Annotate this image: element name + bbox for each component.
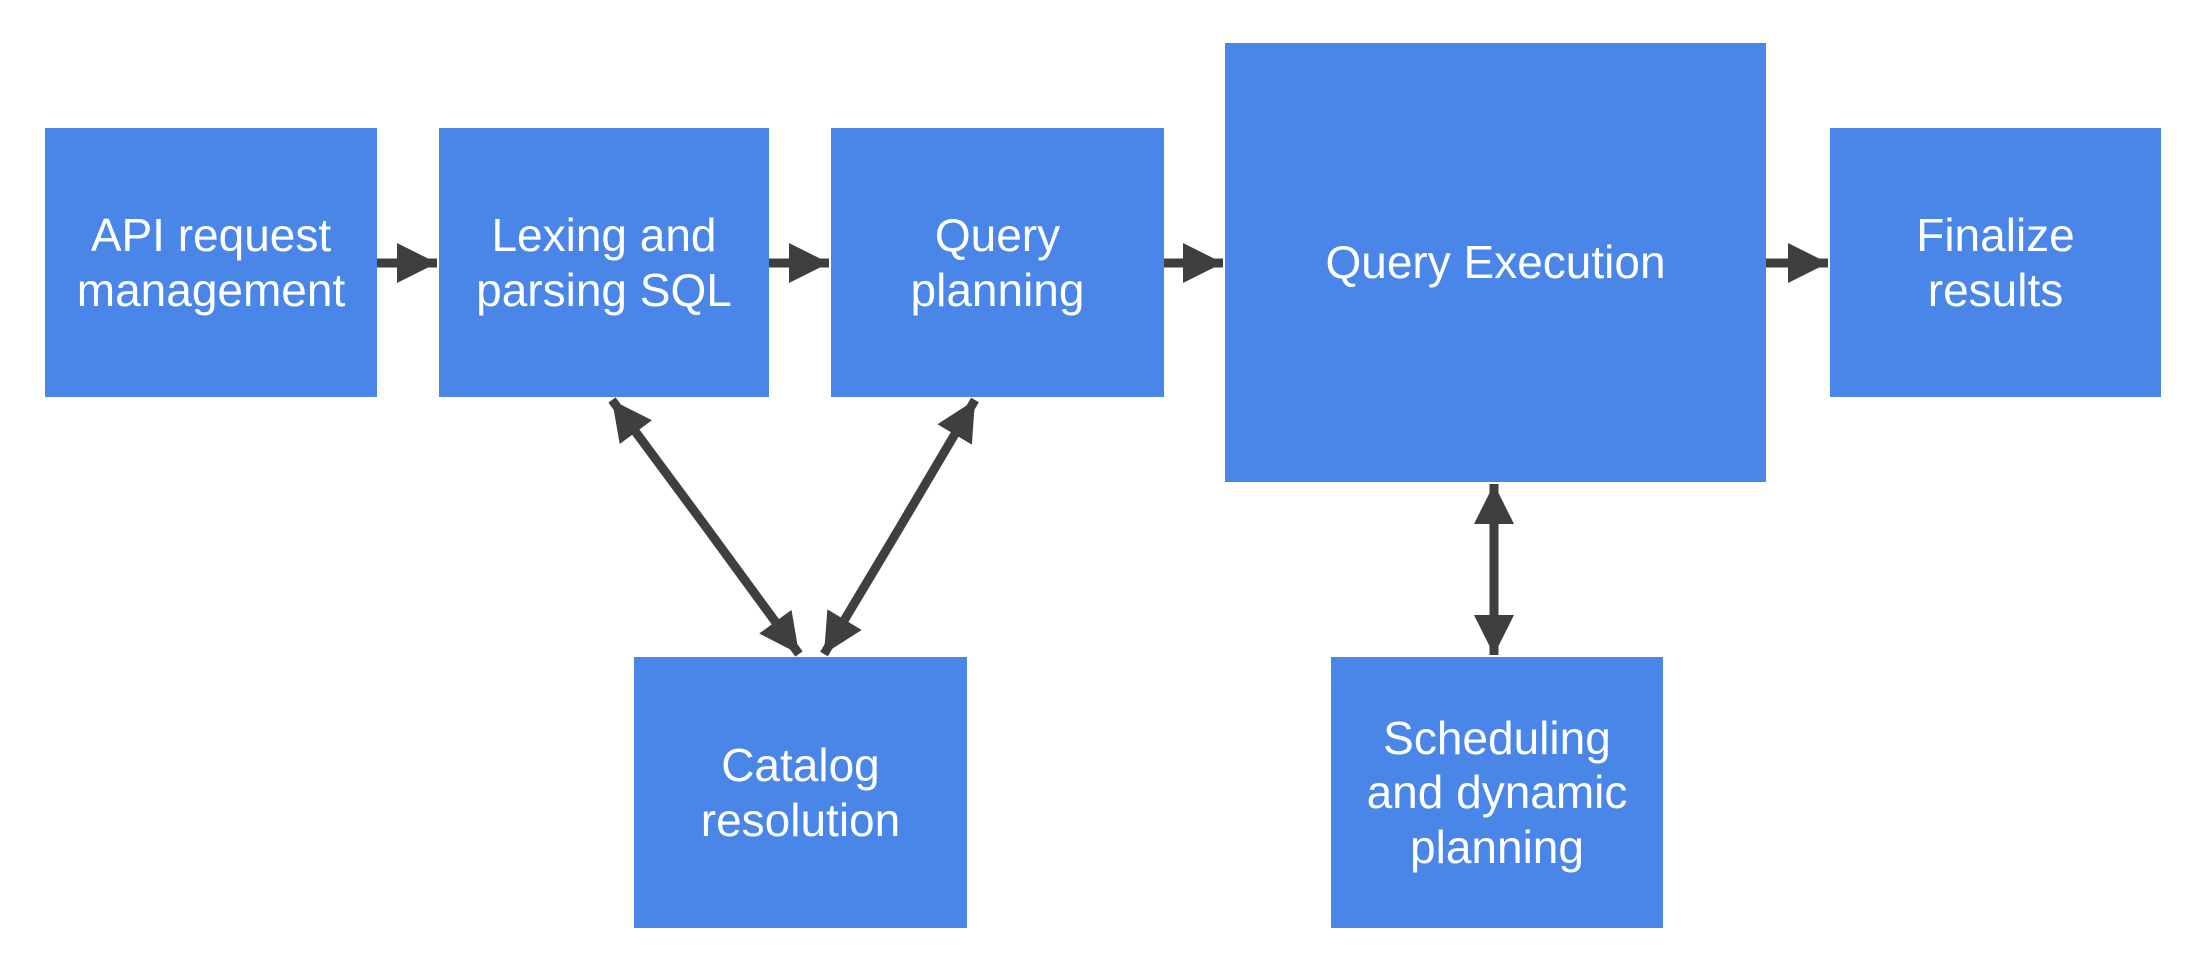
node-catalog-resolution: Catalog resolution (634, 657, 967, 928)
node-lexing-parsing-sql: Lexing and parsing SQL (439, 128, 769, 397)
node-finalize-results: Finalize results (1830, 128, 2161, 397)
node-label: Lexing and parsing SQL (476, 209, 732, 316)
node-api-request-management: API request management (45, 128, 377, 397)
node-label: Finalize results (1916, 209, 2075, 316)
node-label: API request management (76, 209, 346, 316)
edge-lexing-catalog (608, 397, 803, 657)
node-query-execution: Query Execution (1225, 43, 1766, 482)
node-label: Query planning (910, 209, 1085, 316)
node-scheduling-dynamic-planning: Scheduling and dynamic planning (1331, 657, 1663, 928)
node-label: Query Execution (1325, 236, 1666, 289)
edge-planning-catalog (820, 397, 979, 657)
node-label: Scheduling and dynamic planning (1366, 712, 1628, 873)
node-query-planning: Query planning (831, 128, 1164, 397)
node-label: Catalog resolution (700, 739, 901, 846)
